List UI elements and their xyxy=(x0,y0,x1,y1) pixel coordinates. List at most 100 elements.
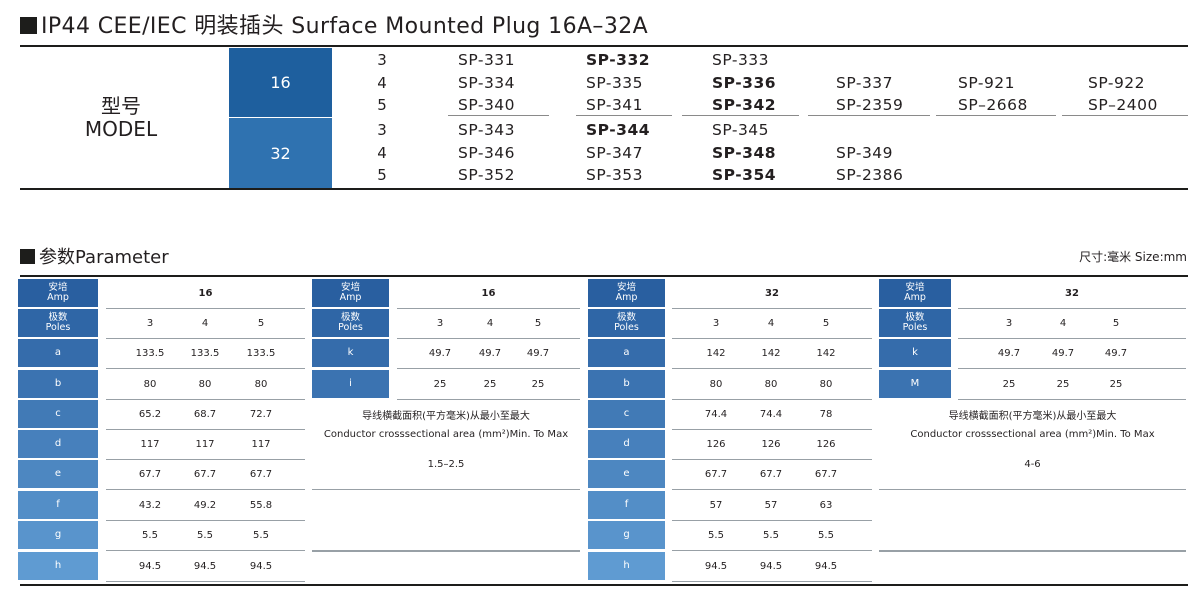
dimension-value: 67.7 xyxy=(249,469,273,480)
param-label-cell: k xyxy=(879,339,951,367)
dimension-value: 94.5 xyxy=(193,561,217,572)
model-code: SP–2668 xyxy=(958,96,1028,114)
poles-value: 3 xyxy=(146,318,154,329)
dimension-value: 80 xyxy=(198,379,212,390)
conductor-note-en: Conductor crosssectional area (mm²)Min. … xyxy=(323,429,569,440)
dimension-value: 67.7 xyxy=(138,469,162,480)
dimension-value: 80 xyxy=(764,379,778,390)
row-divider xyxy=(672,489,872,490)
dimension-value: 80 xyxy=(254,379,268,390)
dimension-key: g xyxy=(54,529,62,540)
model-code: SP-2386 xyxy=(836,166,904,184)
poles-value: 5 xyxy=(822,318,830,329)
poles-value: 3 xyxy=(1005,318,1013,329)
row-divider xyxy=(879,550,1186,551)
param-label-cell: k xyxy=(312,339,389,367)
param-label-cell: b xyxy=(588,370,665,398)
dimension-value: 43.2 xyxy=(138,500,162,511)
row-divider xyxy=(672,429,872,430)
row-divider xyxy=(106,338,305,339)
amp-label-en: Amp xyxy=(615,292,638,303)
dimension-value: 55.8 xyxy=(249,500,273,511)
param-label-cell: h xyxy=(588,552,665,580)
param-bottom-rule xyxy=(20,584,1188,586)
conductor-range: 1.5–2.5 xyxy=(427,459,465,470)
param-label-cell: b xyxy=(18,370,98,398)
conductor-note-cn: 导线横截面积(平方毫米)从最小至最大 xyxy=(362,411,530,422)
dimension-value: 133.5 xyxy=(135,348,165,359)
dimension-value: 25 xyxy=(433,379,447,390)
row-underline xyxy=(808,115,930,116)
dimension-value: 94.5 xyxy=(759,561,783,572)
dimension-value: 67.7 xyxy=(704,469,728,480)
dimension-value: 80 xyxy=(819,379,833,390)
dimension-value: 49.7 xyxy=(428,348,452,359)
poles-label-cn: 极数 xyxy=(340,312,360,323)
param-label-cell: f xyxy=(18,491,98,519)
row-divider xyxy=(106,399,305,400)
param-label-cell: a xyxy=(18,339,98,367)
row-divider xyxy=(672,308,872,309)
dimension-value: 80 xyxy=(143,379,157,390)
dimension-value: 49.2 xyxy=(193,500,217,511)
row-divider xyxy=(397,308,580,309)
row-divider xyxy=(312,551,580,552)
dimension-value: 78 xyxy=(819,409,833,420)
dimension-key: M xyxy=(910,378,920,389)
dimension-value: 5.5 xyxy=(818,530,834,541)
dimension-key: h xyxy=(54,560,62,571)
dimension-value: 65.2 xyxy=(138,409,162,420)
param-label-cell: e xyxy=(588,460,665,488)
dimension-key: a xyxy=(623,347,630,358)
amp-16-box: 16 xyxy=(229,48,332,117)
dimension-value: 49.7 xyxy=(526,348,550,359)
model-code: SP-353 xyxy=(586,166,644,184)
row-underline xyxy=(576,115,672,116)
dimension-value: 74.4 xyxy=(759,409,783,420)
poles-label-en: Poles xyxy=(614,322,639,333)
model-bottom-rule xyxy=(20,188,1188,190)
dimension-value: 57 xyxy=(764,500,778,511)
poles-label-en: Poles xyxy=(338,322,363,333)
row-divider xyxy=(672,399,872,400)
param-title: 参数Parameter xyxy=(20,243,169,269)
row-divider xyxy=(106,550,305,551)
poles-value: 3 xyxy=(712,318,720,329)
dimension-value: 67.7 xyxy=(814,469,838,480)
row-divider xyxy=(312,489,580,490)
dimension-value: 49.7 xyxy=(997,348,1021,359)
param-label-cell: a xyxy=(588,339,665,367)
model-code: SP-337 xyxy=(836,73,894,92)
param-label-cell: g xyxy=(588,521,665,549)
dimension-value: 25 xyxy=(1056,379,1070,390)
row-divider xyxy=(672,459,872,460)
row-divider xyxy=(106,459,305,460)
poles-value: 4 xyxy=(201,318,209,329)
poles-label-cn: 极数 xyxy=(48,312,68,323)
dimension-value: 67.7 xyxy=(759,469,783,480)
dimension-value: 133.5 xyxy=(190,348,220,359)
model-code: SP-333 xyxy=(712,51,770,69)
model-code: SP-345 xyxy=(712,121,770,139)
model-code: SP-2359 xyxy=(836,96,904,114)
model-code: SP-354 xyxy=(712,166,777,184)
dimension-value: 5.5 xyxy=(197,530,213,541)
model-code: SP-921 xyxy=(958,73,1016,92)
dimension-value: 5.5 xyxy=(253,530,269,541)
model-code: SP-347 xyxy=(586,143,644,162)
dimension-value: 25 xyxy=(1109,379,1123,390)
dimension-value: 25 xyxy=(483,379,497,390)
param-top-rule xyxy=(20,275,1188,277)
dimension-key: g xyxy=(623,529,630,540)
poles-value: 5 xyxy=(377,166,387,184)
dimension-key: c xyxy=(623,408,630,419)
param-label-cell: c xyxy=(18,400,98,428)
amp-32-box: 32 xyxy=(229,118,332,188)
dimension-value: 94.5 xyxy=(138,561,162,572)
model-code: SP-334 xyxy=(458,73,516,92)
